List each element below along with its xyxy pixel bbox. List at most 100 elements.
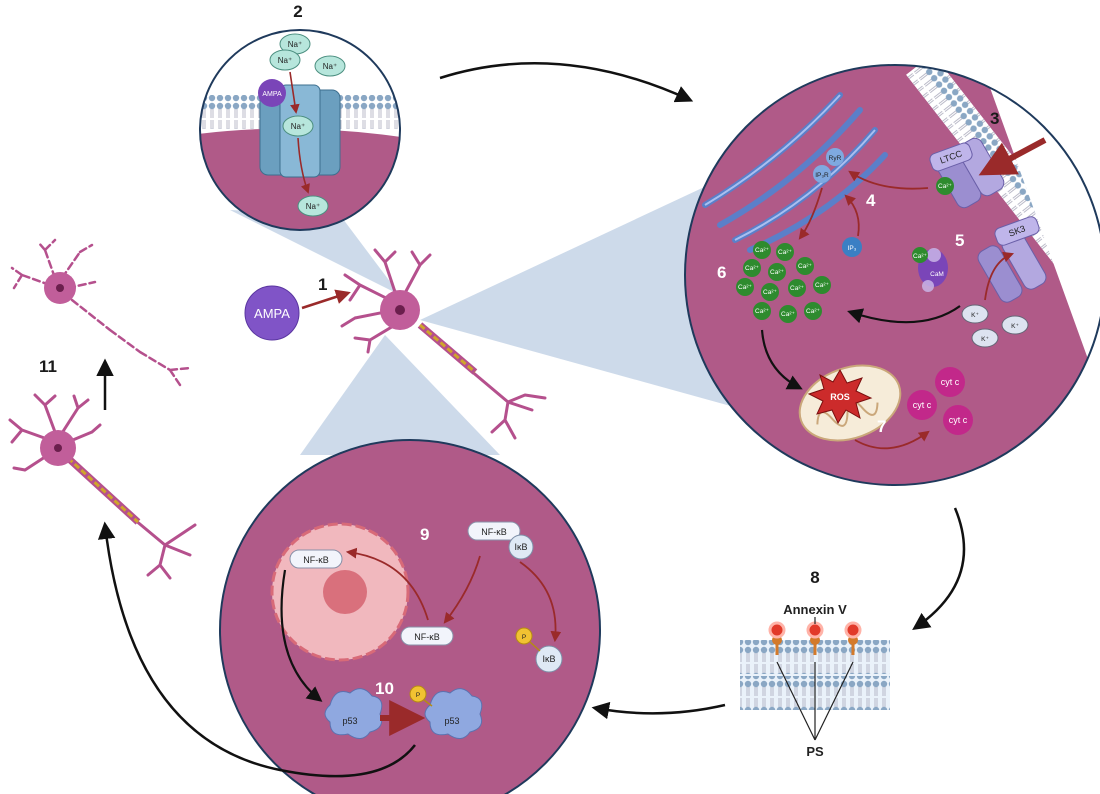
svg-text:Ca²⁺: Ca²⁺ xyxy=(806,308,820,315)
svg-text:Ca²⁺: Ca²⁺ xyxy=(763,289,777,296)
membrane-annexin xyxy=(740,617,890,741)
er-calcium-release-arrow xyxy=(798,187,823,240)
svg-text:cyt c: cyt c xyxy=(913,400,932,410)
cytochrome-c: cyt c xyxy=(943,405,973,435)
ryanodine-receptor xyxy=(826,148,844,166)
step-4-label: 4 xyxy=(866,191,876,210)
svg-text:Na⁺: Na⁺ xyxy=(291,122,305,131)
svg-text:Ca²⁺: Ca²⁺ xyxy=(938,183,952,190)
svg-text:p53: p53 xyxy=(444,716,459,726)
nfkb-translocation-arrow xyxy=(345,547,429,621)
phosphate-group xyxy=(515,627,533,645)
step-9-label: 9 xyxy=(420,525,429,544)
svg-text:p53: p53 xyxy=(342,716,357,726)
cytochrome-c: cyt c xyxy=(935,367,965,397)
calcium-ion: Ca²⁺ xyxy=(788,279,806,297)
ampa-ligand xyxy=(244,285,300,341)
svg-text:Ca²⁺: Ca²⁺ xyxy=(815,282,829,289)
bubble-calcium-signaling: RyR IP₃R LTCC Ca²⁺ SK3 CaM Ca²⁺ K⁺ K⁺ xyxy=(684,64,1100,486)
svg-text:Ca²⁺: Ca²⁺ xyxy=(770,269,784,276)
sk3-channel xyxy=(977,216,1047,303)
ikb-phosphorylated xyxy=(535,645,563,673)
ampa-receptor-ligand xyxy=(258,79,286,107)
calmodulin-activation-arrow xyxy=(984,251,1015,301)
step-5-label: 5 xyxy=(955,231,964,250)
annexin-v-label: Annexin V xyxy=(783,602,847,617)
nfkb-to-p53-arrow xyxy=(280,569,323,702)
ampa-binding-arrow xyxy=(301,289,351,310)
calcium-to-mitochondria-arrow xyxy=(760,329,803,390)
calcium-ion: Ca²⁺ xyxy=(743,259,761,277)
ip3-binding-arrow xyxy=(844,194,860,237)
nfkb-nuclear xyxy=(289,549,343,569)
sodium-ion: Na⁺ xyxy=(282,115,314,137)
ampa-ligand-label: AMPA xyxy=(254,306,290,321)
calcium-ion: Ca²⁺ xyxy=(779,305,797,323)
ampa-receptor-label: AMPA xyxy=(262,91,282,98)
svg-text:Ca²⁺: Ca²⁺ xyxy=(755,247,769,254)
sodium-ion: Na⁺ xyxy=(297,195,329,217)
svg-text:Na⁺: Na⁺ xyxy=(323,62,337,71)
flow-arrow-8-to-10 xyxy=(591,701,726,720)
p53-protein: p53 xyxy=(324,688,383,739)
svg-text:K⁺: K⁺ xyxy=(981,336,989,343)
svg-text:Ca²⁺: Ca²⁺ xyxy=(913,253,927,260)
zoom-cone-3 xyxy=(420,175,745,410)
p53-phosphorylated: p53 P xyxy=(409,685,483,739)
svg-text:NF-κB: NF-κB xyxy=(481,527,507,537)
svg-text:NF-κB: NF-κB xyxy=(414,632,440,642)
potassium-ion: K⁺ xyxy=(1001,315,1029,335)
sodium-ion: Na⁺ xyxy=(269,49,301,71)
ros-label: ROS xyxy=(830,392,850,402)
sodium-influx-arrow xyxy=(289,71,300,114)
svg-text:Na⁺: Na⁺ xyxy=(306,202,320,211)
calcium-ion: Ca²⁺ xyxy=(776,243,794,261)
cam-label: CaM xyxy=(930,271,944,278)
svg-text:Na⁺: Na⁺ xyxy=(288,40,302,49)
ip3-molecule xyxy=(842,237,862,257)
calcium-ion xyxy=(912,247,928,263)
step-1-label: 1 xyxy=(318,275,327,294)
calcium-ion: Ca²⁺ xyxy=(736,278,754,296)
sodium-ion: Na⁺ xyxy=(314,55,346,77)
calcium-ion: Ca²⁺ xyxy=(761,283,779,301)
svg-text:Ca²⁺: Ca²⁺ xyxy=(745,265,759,272)
flow-arrow-3-to-8 xyxy=(912,507,966,630)
step-10-label: 10 xyxy=(375,679,394,698)
svg-text:NF-κB: NF-κB xyxy=(303,555,329,565)
svg-text:cyt c: cyt c xyxy=(941,377,960,387)
svg-text:K⁺: K⁺ xyxy=(971,312,979,319)
bubble-ampa-receptor: AMPA Na⁺ Na⁺ Na⁺ Na⁺ Na⁺ xyxy=(199,29,401,231)
svg-text:IκB: IκB xyxy=(514,542,527,552)
svg-text:P: P xyxy=(416,692,420,699)
ltcc-to-er-arrow xyxy=(848,170,929,190)
step-6-label: 6 xyxy=(717,263,726,282)
svg-text:Ca²⁺: Ca²⁺ xyxy=(778,249,792,256)
flow-arrow-10-to-neuron xyxy=(97,521,416,778)
nfkb-complex xyxy=(467,521,521,541)
svg-text:IκB: IκB xyxy=(542,654,555,664)
zoom-cone-2 xyxy=(230,210,400,295)
calcium-influx-arrow xyxy=(978,137,1047,176)
step-11-label: 11 xyxy=(39,357,57,376)
svg-text:Ca²⁺: Ca²⁺ xyxy=(755,308,769,315)
potassium-ion: K⁺ xyxy=(961,304,989,324)
ip3r-label: IP₃R xyxy=(815,172,829,179)
svg-text:Na⁺: Na⁺ xyxy=(278,56,292,65)
ip3-receptor xyxy=(813,165,831,183)
ampa-receptor-channel xyxy=(259,84,341,178)
ikb-complex xyxy=(508,534,534,560)
sodium-influx-arrow xyxy=(297,137,310,194)
ros-burst xyxy=(807,368,873,425)
nucleolus xyxy=(323,570,367,614)
phosphatidylserine xyxy=(844,621,862,655)
svg-text:Ca²⁺: Ca²⁺ xyxy=(790,285,804,292)
neuron-center xyxy=(340,248,547,440)
calcium-ion: Ca²⁺ xyxy=(768,263,786,281)
calcium-ion xyxy=(936,177,954,195)
calcium-ion: Ca²⁺ xyxy=(813,276,831,294)
potassium-ion: K⁺ xyxy=(971,328,999,348)
cytochrome-c-release-arrow xyxy=(854,430,930,450)
flow-arrow-2-to-3 xyxy=(439,62,694,103)
